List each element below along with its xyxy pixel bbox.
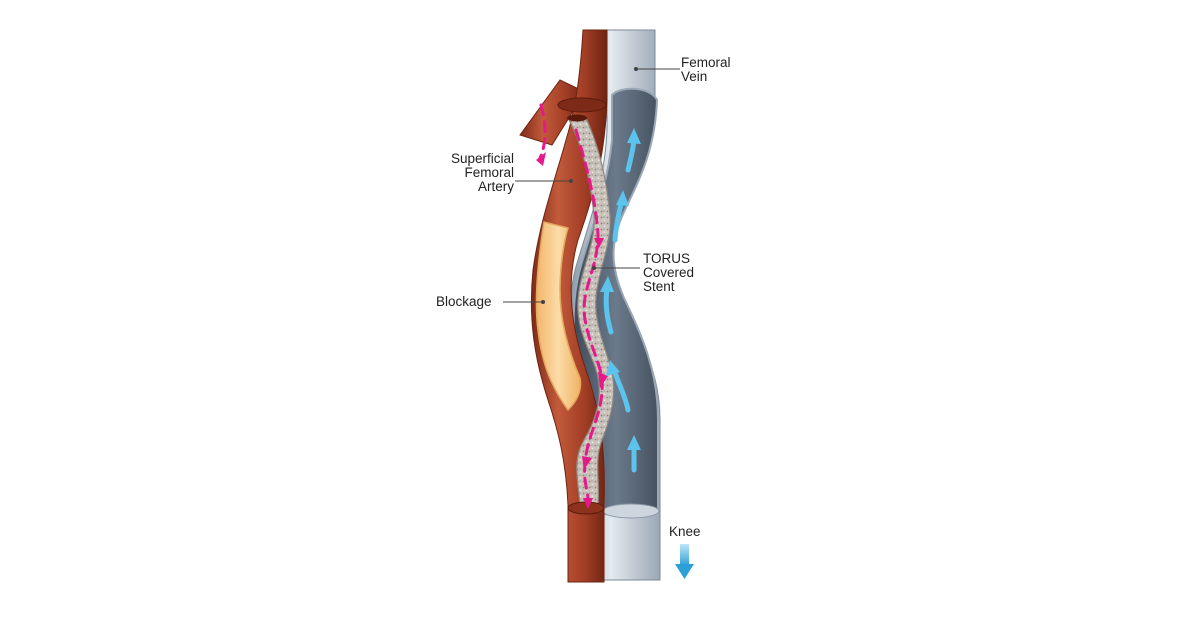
vein-cut-bottom bbox=[602, 503, 660, 519]
artery-cut-top bbox=[557, 97, 607, 113]
label-superficial-femoral-artery: Superficial Femoral Artery bbox=[450, 151, 514, 194]
venous-flow-heads bbox=[600, 128, 641, 450]
label-knee: Knee bbox=[669, 524, 701, 539]
label-torus-covered-stent: TORUS Covered Stent bbox=[643, 251, 695, 294]
knee-direction-arrow bbox=[675, 544, 694, 579]
arterial-flow-line-1 bbox=[538, 103, 547, 160]
knee-arrow-head bbox=[675, 564, 694, 579]
arterial-flow-heads bbox=[536, 152, 608, 509]
arterial-flow-arrows bbox=[538, 103, 604, 502]
arterial-flow-line-2 bbox=[574, 128, 604, 502]
venous-flow-line-2 bbox=[611, 367, 631, 413]
label-blockage: Blockage bbox=[436, 294, 492, 309]
leader-stent-dot bbox=[591, 265, 597, 271]
blockage-plaque bbox=[535, 221, 582, 412]
leader-blockage-dot bbox=[540, 299, 546, 305]
venous-flow-line-3 bbox=[603, 285, 614, 335]
leader-femoral-vein-dot bbox=[633, 66, 639, 72]
stent-top-opening bbox=[567, 114, 587, 122]
label-femoral-vein: Femoral Vein bbox=[681, 55, 731, 84]
leader-sfa-dot bbox=[568, 178, 574, 184]
leader-lines bbox=[503, 66, 680, 305]
knee-arrow-shaft bbox=[680, 544, 689, 566]
